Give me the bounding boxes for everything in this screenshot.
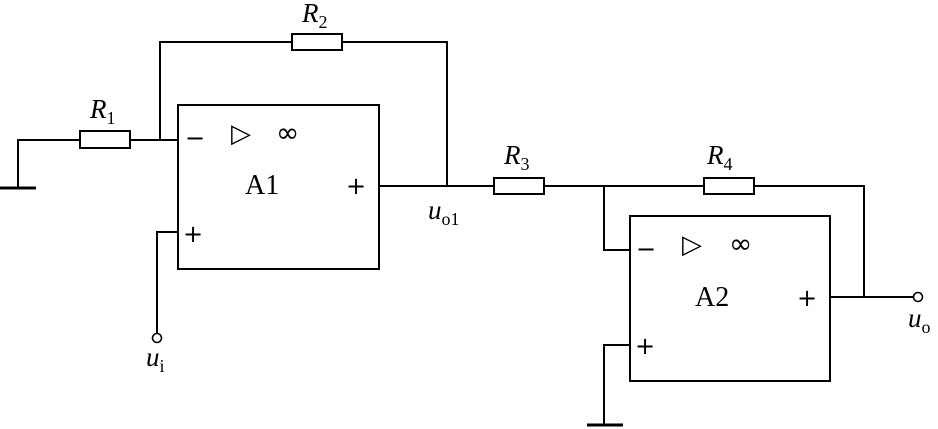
wire-r2-left [159, 41, 292, 140]
resistor-r3 [493, 177, 545, 195]
terminal-uo [912, 291, 924, 303]
opamp-a2: − + + ▷ ∞ A2 [629, 215, 831, 382]
opamp-a1-triangle-icon: ▷ [231, 119, 251, 149]
opamp-a2-plus-out-sign: + [797, 284, 817, 312]
label-r4-letter: R [706, 140, 724, 170]
wires [17, 41, 914, 425]
wire-r4-output [754, 185, 865, 297]
label-r2-sub: 2 [319, 12, 328, 32]
wire-r2-right [342, 41, 448, 186]
label-r3-letter: R [503, 140, 521, 170]
label-r1: R1 [89, 94, 116, 128]
label-uo-sub: o [922, 317, 931, 337]
opamp-a1-box [177, 104, 380, 270]
wire-ground1-r1 [17, 139, 80, 188]
label-r1-sub: 1 [107, 108, 116, 128]
opamp-a2-box [629, 215, 831, 382]
opamp-a1-plus-out-sign: + [346, 172, 366, 200]
resistor-r2 [291, 33, 343, 51]
opamp-a2-triangle-icon: ▷ [682, 230, 702, 260]
resistor-r1 [79, 130, 131, 149]
wire-a2-plus-ground [603, 344, 630, 425]
opamp-a2-gain-symbol: ∞ [729, 227, 752, 260]
opamp-a2-name: A2 [695, 282, 729, 313]
opamp-a2-minus-sign: − [636, 235, 656, 263]
label-uo-letter: u [908, 303, 922, 333]
label-r2-letter: R [301, 0, 319, 28]
resistor-r4 [703, 177, 755, 195]
label-ui-letter: u [146, 342, 160, 372]
label-ui: ui [146, 342, 165, 376]
opamp-a1-minus-sign: − [185, 124, 205, 152]
label-ui-sub: i [160, 356, 165, 376]
label-r2: R2 [301, 0, 328, 32]
label-uo1-sub: o1 [442, 209, 460, 229]
opamp-a1-gain-symbol: ∞ [276, 116, 299, 149]
wire-a2-minus [603, 186, 630, 251]
label-uo1-letter: u [428, 195, 442, 225]
opamp-a1-plus-in-sign: + [183, 220, 203, 248]
label-uo1: uo1 [428, 195, 460, 229]
label-r3-sub: 3 [521, 154, 530, 174]
opamp-a1-name: A1 [245, 170, 279, 201]
label-r1-letter: R [89, 94, 107, 124]
opamp-a1: − + + ▷ ∞ A1 [177, 104, 380, 270]
label-r4-sub: 4 [724, 154, 733, 174]
label-r4: R4 [706, 140, 733, 174]
label-r3: R3 [503, 140, 530, 174]
wire-a1-plus-ui [156, 231, 178, 334]
terminal-ui [151, 332, 163, 344]
opamp-a2-plus-in-sign: + [635, 332, 655, 360]
label-uo: uo [908, 303, 931, 337]
